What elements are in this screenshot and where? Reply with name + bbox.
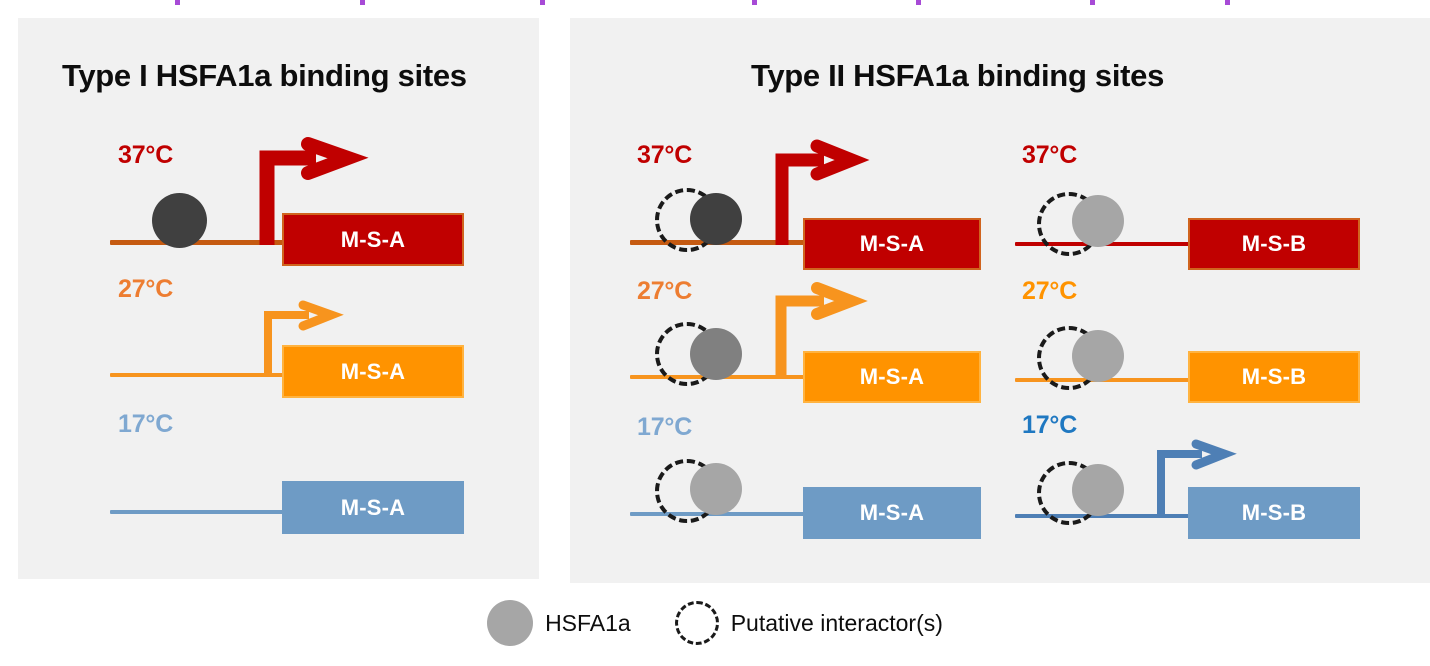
hsfa1a-circle	[152, 193, 207, 248]
transcription-arrow	[772, 139, 872, 247]
gene-box: M-S-A	[803, 218, 981, 270]
temperature-label-17c: 17°C	[637, 413, 693, 441]
gene-box: M-S-A	[282, 213, 464, 266]
transcription-arrow	[256, 137, 369, 247]
gene-box: M-S-A	[282, 481, 464, 534]
dna-strand	[1015, 242, 1215, 246]
gene-box: M-S-B	[1188, 487, 1360, 539]
hsfa1a-circle	[690, 463, 742, 515]
gene-box: M-S-A	[282, 345, 464, 398]
transcription-arrow	[772, 282, 872, 381]
hsfa1a-circle	[690, 193, 742, 245]
panel-title-type-ii: Type II HSFA1a binding sites	[751, 58, 1165, 93]
clipped-top-mark	[1090, 0, 1095, 5]
clipped-top-mark	[540, 0, 545, 5]
dna-strand	[110, 510, 295, 514]
dna-strand	[110, 373, 355, 377]
legend-item-hsfa1a: HSFA1a	[487, 600, 631, 646]
temperature-label-27c: 27°C	[1022, 277, 1078, 305]
dna-strand	[1015, 514, 1195, 518]
gene-box: M-S-B	[1188, 351, 1360, 403]
legend-label: HSFA1a	[545, 609, 631, 636]
temperature-label-17c: 17°C	[1022, 411, 1078, 439]
hsfa1a-circle	[1072, 464, 1124, 516]
gene-box: M-S-A	[803, 351, 981, 403]
clipped-top-mark	[175, 0, 180, 5]
temperature-label-37c: 37°C	[637, 141, 693, 169]
clipped-top-mark	[916, 0, 921, 5]
legend: HSFA1a Putative interactor(s)	[0, 592, 1430, 654]
dna-strand	[630, 375, 870, 379]
dna-strand	[110, 240, 350, 245]
temperature-label-17c: 17°C	[118, 410, 174, 438]
dna-strand	[1015, 378, 1215, 382]
temperature-label-37c: 37°C	[118, 141, 174, 169]
gene-box: M-S-B	[1188, 218, 1360, 270]
hsfa1a-circle	[1072, 330, 1124, 382]
panel-title-type-i: Type I HSFA1a binding sites	[62, 58, 467, 93]
hsfa1a-circle	[1072, 195, 1124, 247]
temperature-label-37c: 37°C	[1022, 141, 1078, 169]
hsfa1a-circle	[690, 328, 742, 380]
legend-label: Putative interactor(s)	[730, 609, 943, 636]
dashed-circle-icon	[674, 601, 719, 645]
clipped-top-mark	[752, 0, 757, 5]
transcription-arrow	[261, 300, 361, 383]
clipped-top-mark	[1225, 0, 1230, 5]
dna-strand	[630, 240, 870, 245]
legend-item-putative-interactor: Putative interactor(s)	[674, 601, 943, 645]
gene-box: M-S-A	[803, 487, 981, 539]
temperature-label-27c: 27°C	[637, 277, 693, 305]
clipped-top-mark	[360, 0, 365, 5]
temperature-label-27c: 27°C	[118, 275, 174, 303]
transcription-arrow	[1152, 439, 1252, 520]
solid-gray-circle-icon	[487, 600, 534, 646]
